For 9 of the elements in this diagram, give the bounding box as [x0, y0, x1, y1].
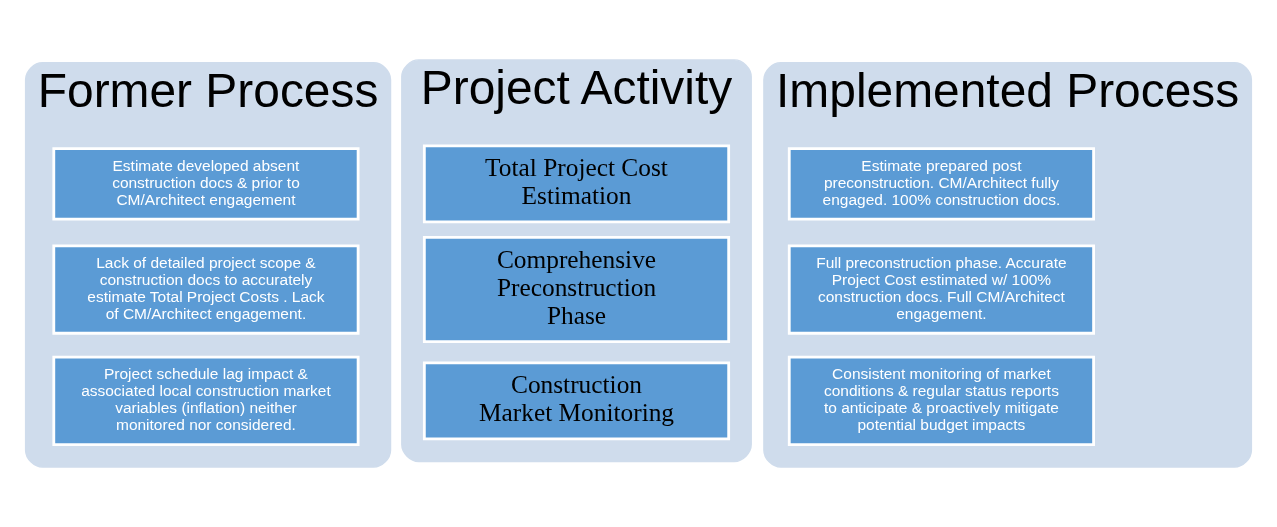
node-box: Total Project Cost Estimation: [422, 144, 731, 224]
node-box: Estimate developed absent construction docs & prior to CM/Architect engagement: [52, 147, 360, 221]
node-box: Consistent monitoring of market conditions & regular status reports to anticipate & proactively mitigate potential budget impacts: [787, 355, 1095, 446]
node-box: Full preconstruction phase. Accurate Project Cost estimated w/ 100% construction docs. Full CM/Architect engagement.: [787, 244, 1095, 335]
node-box: Construction Market Monitoring: [422, 361, 731, 441]
node-box: Lack of detailed project scope & construction docs to accurately estimate Total Project Costs . Lack of CM/Architect engagement.: [52, 244, 360, 335]
node-box: Comprehensive Preconstruction Phase: [422, 236, 731, 344]
node-box: Estimate prepared post preconstruction. CM/Architect fully engaged. 100% construction docs.: [787, 147, 1095, 221]
node-box: Project schedule lag impact & associated local construction market variables (inflation) neither monitored nor considered.: [52, 355, 360, 446]
